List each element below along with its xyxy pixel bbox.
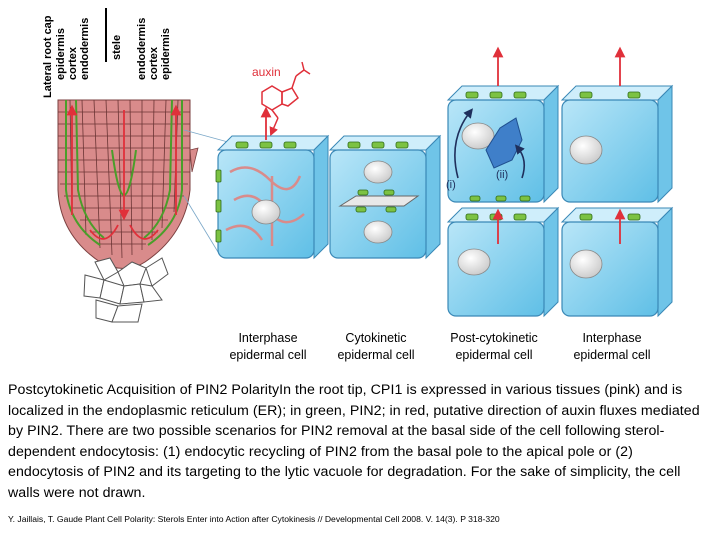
panel-label-line2: epidermal cell <box>573 348 650 362</box>
panel-label-line2: epidermal cell <box>337 348 414 362</box>
pin2-polarity-figure: Lateral root cap epidermis cortex endode… <box>42 8 674 362</box>
tissue-label: Lateral root cap <box>42 15 54 98</box>
scenario-label: (i) <box>446 179 456 191</box>
tissue-label: endodermis <box>136 18 148 80</box>
figure-caption: Postcytokinetic Acquisition of PIN2 Pola… <box>8 382 700 501</box>
tissue-label: endodermis <box>79 18 91 80</box>
panel-label-line2: epidermal cell <box>229 348 306 362</box>
cell-cytokinetic <box>328 134 442 260</box>
panel-label-line1: Cytokinetic <box>345 331 406 345</box>
tissue-label: stele <box>111 35 123 60</box>
panel-label-line2: epidermal cell <box>455 348 532 362</box>
tissue-label: epidermis <box>55 28 67 80</box>
tissue-label: cortex <box>67 46 79 80</box>
cell-post-cytokinetic: (i) (ii) <box>446 84 560 318</box>
panel-label-line1: Interphase <box>238 331 297 345</box>
scenario-label: (ii) <box>496 169 508 181</box>
cell-interphase-1 <box>215 134 330 260</box>
panel-label-line1: Interphase <box>582 331 641 345</box>
tissue-label: epidermis <box>160 28 172 80</box>
lytic-vacuole <box>485 117 523 169</box>
cell-interphase-2 <box>560 84 674 318</box>
tissue-label: cortex <box>148 46 160 80</box>
auxin-label: auxin <box>252 65 281 79</box>
figure-reference: Y. Jaillais, T. Gaude Plant Cell Polarit… <box>8 514 500 524</box>
auxin-molecule: auxin <box>252 61 311 137</box>
panel-label-line1: Post-cytokinetic <box>450 331 538 345</box>
root-tip-diagram: Lateral root cap epidermis cortex endode… <box>42 8 229 323</box>
